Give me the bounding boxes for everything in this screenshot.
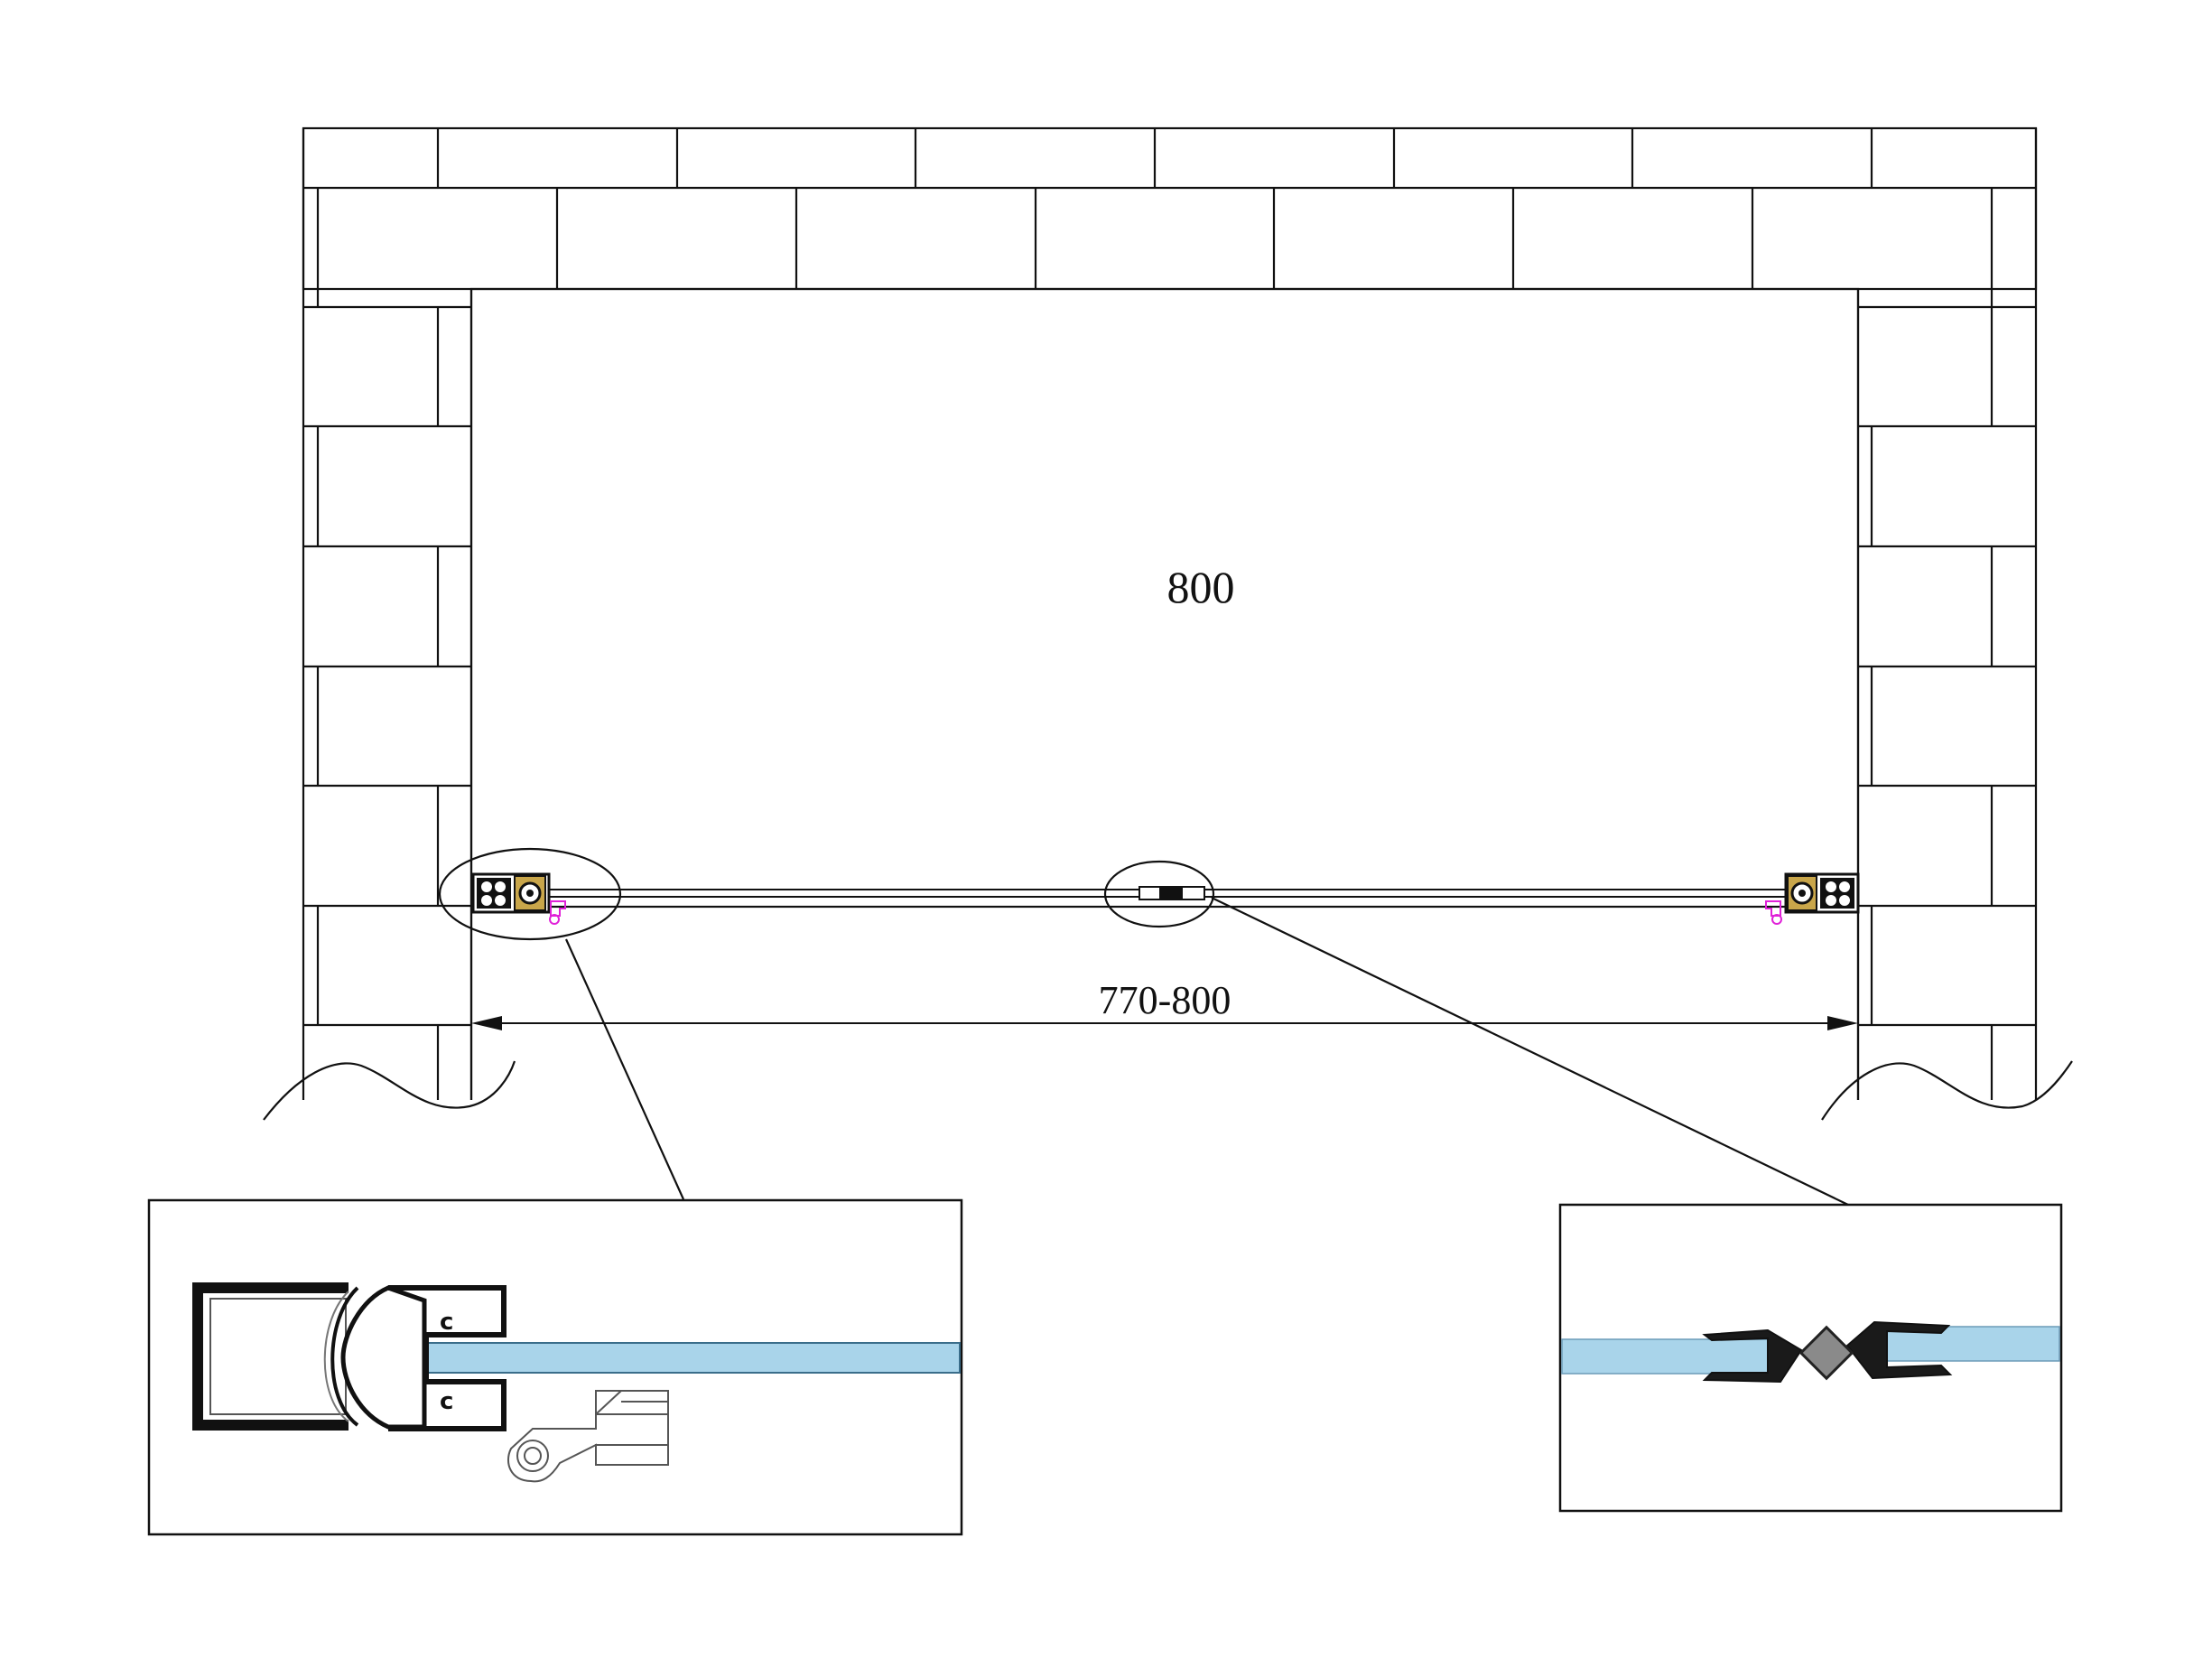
hinge-icon (471, 872, 566, 925)
brick-wall-icon (263, 126, 2073, 1121)
magnetic-seal-icon (1139, 886, 1205, 900)
screw-icon: c (440, 1309, 453, 1336)
magenta-detail-dot (1771, 914, 1782, 925)
hinge-knob (1826, 881, 1836, 892)
hinge-pin-center (526, 890, 534, 897)
seal-profile-left (1702, 1328, 1803, 1384)
screw-icon: c (440, 1388, 453, 1415)
hinge-knob (495, 881, 506, 892)
hinge-knob (481, 895, 492, 906)
magenta-detail (1765, 900, 1781, 917)
hinge-block (477, 878, 511, 909)
hinge-knob (495, 895, 506, 906)
shower-recess-outline (469, 287, 1860, 909)
callout-ellipse-hinge (438, 847, 622, 941)
leader-line-seal (1211, 897, 1851, 1207)
hinge-pin-center (1798, 890, 1806, 897)
width-label: 770-800 (1099, 978, 1231, 1022)
hinge-curve-inner (323, 1291, 349, 1422)
bracket-step (595, 1390, 668, 1415)
hinge-knob (481, 881, 492, 892)
glass-panel-icon (1561, 1338, 1775, 1375)
break-line-right (1821, 1060, 2073, 1121)
callout-markers (438, 847, 1851, 1207)
depth-label: 800 (1167, 562, 1235, 612)
break-line-left (263, 1060, 516, 1121)
bracket-hole-inner (524, 1447, 542, 1465)
bracket-base (595, 1444, 669, 1466)
seal-plan-core (1159, 888, 1183, 899)
hinge-knob (1839, 881, 1850, 892)
hinge-clamp (340, 1285, 427, 1430)
hinge-block (1820, 878, 1854, 909)
leader-line-hinge (564, 938, 685, 1200)
hinge-knob (1839, 895, 1850, 906)
detail-box-seal (1558, 1203, 2063, 1513)
seal-core (1798, 1325, 1854, 1381)
arrow-left-icon (471, 1016, 502, 1030)
arrow-right-icon (1827, 1016, 1858, 1030)
magenta-detail (550, 900, 566, 917)
detail-box-hinge: c c (147, 1198, 963, 1536)
width-dimension (471, 1016, 1858, 1030)
callout-ellipse-seal (1103, 860, 1215, 928)
hinge-knob (1826, 895, 1836, 906)
seal-profile-right (1845, 1320, 1953, 1380)
wall-top-outline (302, 126, 2038, 291)
glass-panel-icon (422, 1342, 961, 1374)
magenta-detail-dot (549, 914, 560, 925)
hinge-icon (1784, 872, 1860, 914)
hinge-curve (330, 1286, 359, 1427)
hinge-clamp-body (388, 1285, 507, 1431)
magenta-detail (1765, 900, 1782, 925)
